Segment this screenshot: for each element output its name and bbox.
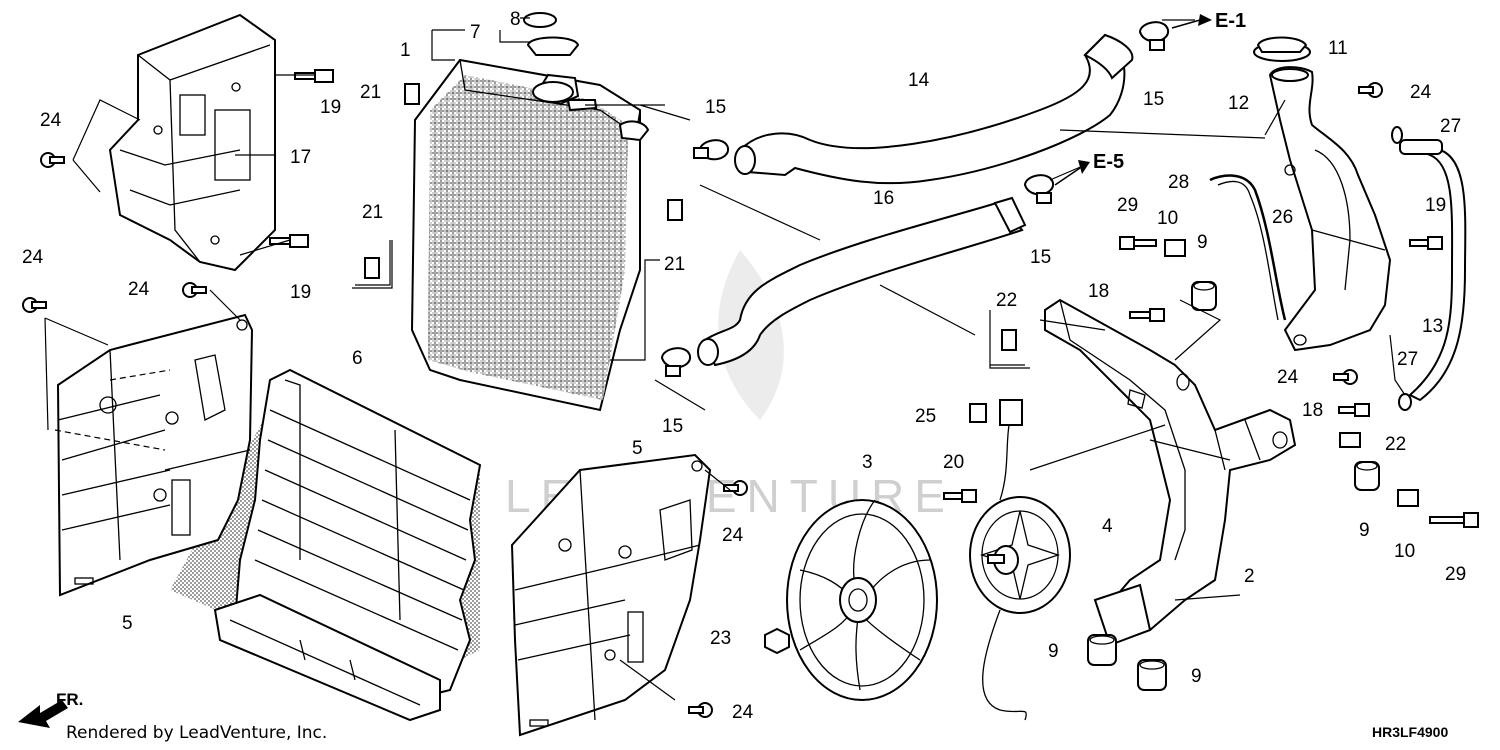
part-13-hose	[1408, 148, 1467, 402]
part-11-cap	[1253, 36, 1311, 62]
callout-29: 29	[1117, 195, 1138, 216]
part-27-fitting	[1399, 139, 1443, 155]
callout-labels: 1 7 8 24 17 19 19 21 21 21 24 24 5 6 15 …	[22, 9, 1466, 723]
part-26-clip	[1284, 164, 1296, 176]
part-27-clip-top	[1391, 126, 1403, 144]
callout-19: 19	[1425, 195, 1446, 216]
callout-21: 21	[362, 202, 383, 223]
ref-arrows	[1054, 14, 1212, 186]
callout-10: 10	[1157, 208, 1178, 229]
callout-15: 15	[1030, 247, 1051, 268]
callout-24: 24	[722, 525, 744, 546]
callout-24: 24	[22, 247, 44, 268]
callout-9: 9	[1197, 232, 1208, 253]
callout-24: 24	[1410, 82, 1432, 103]
ref-e1[interactable]: E-1	[1215, 10, 1246, 32]
callout-20: 20	[943, 452, 964, 473]
callout-17: 17	[290, 147, 311, 168]
part-4-fan-motor	[969, 399, 1071, 721]
callout-9: 9	[1048, 641, 1059, 662]
callout-12: 12	[1228, 93, 1249, 114]
callout-24: 24	[1277, 367, 1299, 388]
ref-e5[interactable]: E-5	[1093, 151, 1124, 173]
callout-10: 10	[1394, 541, 1415, 562]
callout-2: 2	[1244, 566, 1255, 587]
hardware	[22, 12, 1479, 718]
callout-8: 8	[510, 9, 521, 30]
part-7-radiator-cap	[526, 36, 580, 56]
part-28-hose-inner	[1217, 180, 1279, 321]
callout-19: 19	[290, 282, 311, 303]
part-17-cover	[108, 13, 276, 272]
callout-29: 29	[1445, 564, 1466, 585]
part-16-lower-hose	[697, 196, 1027, 367]
callout-18: 18	[1302, 400, 1323, 421]
part-2-bracket	[1044, 298, 1297, 647]
callout-3: 3	[862, 452, 873, 473]
callout-7: 7	[470, 22, 481, 43]
callout-24: 24	[732, 702, 754, 723]
part-15-clamps	[660, 21, 1170, 377]
callout-21: 21	[360, 82, 381, 103]
callout-22: 22	[1385, 434, 1406, 455]
callout-6: 6	[352, 348, 363, 369]
callout-9: 9	[1191, 666, 1202, 687]
callout-19: 19	[320, 97, 341, 118]
part-1-radiator	[410, 58, 650, 412]
part-27-clip-bottom	[1398, 393, 1412, 411]
callout-23: 23	[710, 628, 731, 649]
callout-15: 15	[662, 416, 683, 437]
front-arrow-icon	[18, 700, 68, 728]
part-28-hose	[1209, 174, 1287, 321]
callout-1: 1	[400, 40, 411, 61]
callout-27: 27	[1397, 349, 1418, 370]
callout-26: 26	[1272, 207, 1293, 228]
callout-27: 27	[1440, 116, 1461, 137]
callout-box-22	[989, 310, 1030, 369]
callout-15: 15	[705, 97, 726, 118]
callout-28: 28	[1168, 172, 1189, 193]
callout-16: 16	[873, 188, 894, 209]
callout-11: 11	[1328, 38, 1348, 59]
callout-24: 24	[128, 279, 150, 300]
drawing-code: HR3LF4900	[1372, 724, 1448, 740]
part-12-reservoir	[1268, 66, 1392, 352]
callout-21: 21	[664, 254, 685, 275]
callout-14: 14	[908, 70, 930, 91]
callout-box-21	[352, 240, 393, 289]
callout-24: 24	[40, 110, 62, 131]
part-6-air-guide	[170, 368, 482, 722]
callout-4: 4	[1102, 516, 1113, 537]
part-5-left-panel	[56, 313, 254, 597]
part-3-fan	[786, 499, 938, 701]
callout-18: 18	[1088, 281, 1109, 302]
part-5-right-panel	[510, 453, 712, 737]
callout-15: 15	[1143, 89, 1164, 110]
callout-5: 5	[122, 613, 133, 634]
callout-5: 5	[632, 438, 643, 459]
callout-25: 25	[915, 406, 936, 427]
part-14-upper-hose	[734, 33, 1134, 185]
front-label: FR.	[56, 690, 83, 709]
callout-9: 9	[1359, 520, 1370, 541]
part-8-gasket	[523, 12, 557, 28]
dashed-guide	[54, 369, 171, 451]
leader-lines	[44, 17, 1406, 701]
footer-credit: Rendered by LeadVenture, Inc.	[66, 723, 327, 743]
callout-13: 13	[1422, 316, 1443, 337]
callout-22: 22	[996, 290, 1017, 311]
